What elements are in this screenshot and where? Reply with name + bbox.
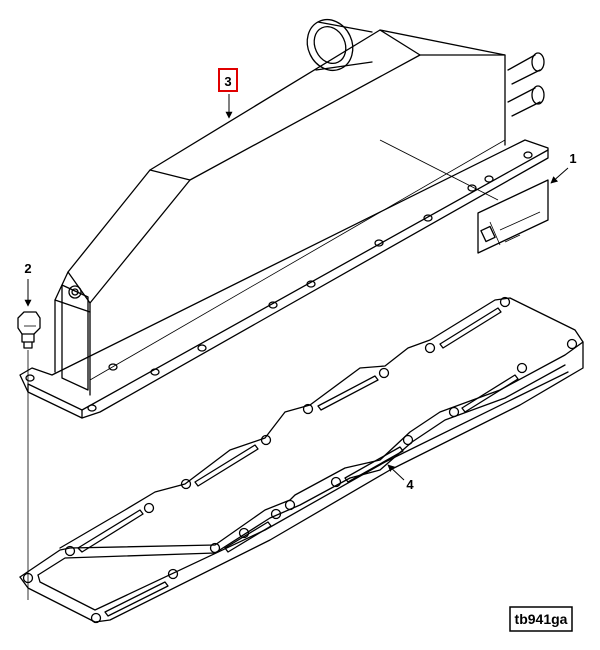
inlet-neck — [306, 19, 373, 71]
figure-tag: tb941ga — [509, 606, 573, 632]
flange-bolt-holes — [25, 151, 533, 412]
gasket — [19, 296, 584, 624]
gasket-slots — [77, 307, 519, 617]
mounting-bolt — [17, 311, 41, 600]
coolant-tubes — [507, 52, 545, 117]
label-plate — [477, 179, 549, 254]
figure-tag-label: tb941ga — [515, 611, 568, 627]
callout-2-label: 2 — [24, 261, 31, 276]
callout-1-label: 1 — [569, 151, 576, 166]
callout-2: 2 — [24, 261, 32, 307]
callout-3: 3 — [218, 68, 238, 119]
callout-3-label: 3 — [224, 74, 231, 89]
gasket-holes — [22, 296, 578, 624]
callout-4: 4 — [387, 464, 414, 492]
cooler-housing — [19, 19, 549, 419]
callout-4-label: 4 — [406, 477, 414, 492]
callout-1: 1 — [550, 151, 577, 184]
